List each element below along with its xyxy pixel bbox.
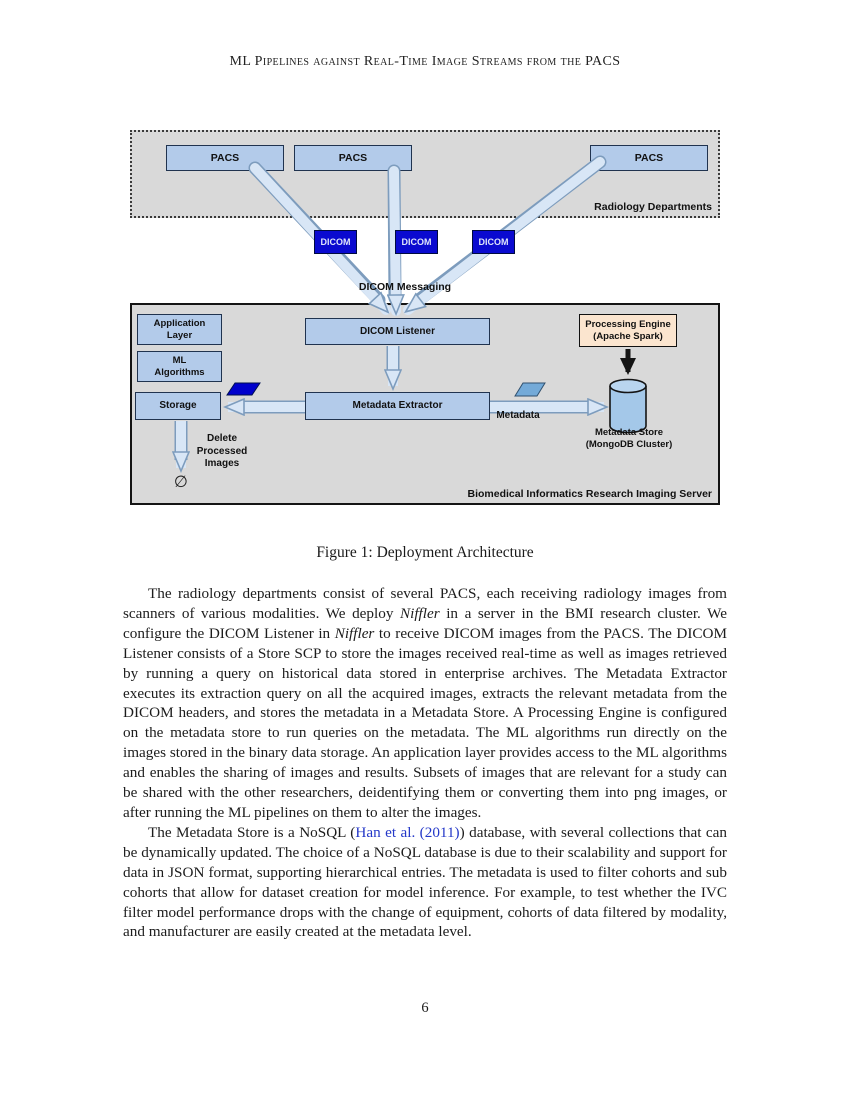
page-number: 6 <box>421 1000 429 1016</box>
body-text: The radiology departments consist of sev… <box>123 584 727 942</box>
p1-text: in a server in the BMI research cluster.… <box>123 604 727 642</box>
empty-set-symbol: ∅ <box>174 472 188 491</box>
dicom-node-2: DICOM <box>395 230 438 254</box>
metadata-store-label: Metadata Store (MongoDB Cluster) <box>585 427 673 450</box>
server-group-label: Biomedical Informatics Research Imaging … <box>467 488 712 500</box>
p2-text: The Metadata Store is a NoSQL ( <box>148 823 356 841</box>
citation-link-han-2011[interactable]: Han et al. (2011) <box>355 823 460 841</box>
metadata-parallelogram-icon <box>514 382 546 397</box>
figure-caption: Figure 1: Deployment Architecture <box>316 544 534 561</box>
image-parallelogram-icon <box>226 382 261 396</box>
storage-node: Storage <box>135 392 221 420</box>
pacs-node-2: PACS <box>294 145 412 171</box>
dicom-node-3: DICOM <box>472 230 515 254</box>
dicom-node-1: DICOM <box>314 230 357 254</box>
pacs-node-1: PACS <box>166 145 284 171</box>
deployment-architecture-figure: Radiology Departments Biomedical Informa… <box>130 130 720 505</box>
p2-text: ) database, with several collections tha… <box>123 823 727 941</box>
niffler-italic: Niffler <box>334 624 375 642</box>
paragraph-1: The radiology departments consist of sev… <box>123 584 727 823</box>
processing-engine-node: Processing Engine (Apache Spark) <box>579 314 677 347</box>
niffler-italic: Niffler <box>399 604 440 622</box>
ml-algorithms-node: ML Algorithms <box>137 351 222 382</box>
database-cylinder-icon <box>609 378 647 434</box>
delete-processed-images-label: Delete Processed Images <box>196 433 248 469</box>
p1-text: to receive DICOM images from the PACS. T… <box>123 624 727 821</box>
dicom-messaging-label: DICOM Messaging <box>358 281 452 293</box>
metadata-extractor-node: Metadata Extractor <box>305 392 490 420</box>
metadata-edge-label: Metadata <box>496 410 540 421</box>
paragraph-2: The Metadata Store is a NoSQL (Han et al… <box>123 823 727 942</box>
pacs-node-3: PACS <box>590 145 708 171</box>
running-head: ML Pipelines against Real-Time Image Str… <box>229 54 621 69</box>
dicom-listener-node: DICOM Listener <box>305 318 490 345</box>
p1-text: The radiology departments consist of sev… <box>123 585 727 622</box>
application-layer-node: Application Layer <box>137 314 222 345</box>
radiology-group-label: Radiology Departments <box>594 201 712 213</box>
radiology-departments-group: Radiology Departments <box>130 130 720 218</box>
